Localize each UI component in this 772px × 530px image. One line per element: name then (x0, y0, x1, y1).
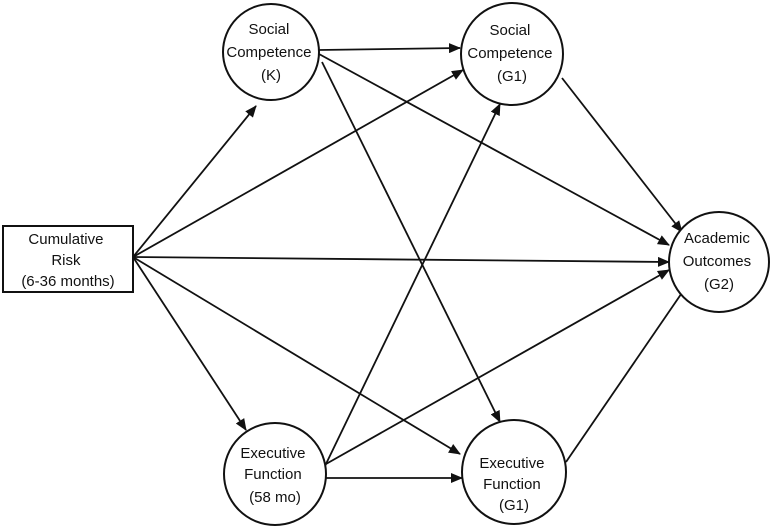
node-executive-function-g1-label: Executive Function (G1) (479, 455, 548, 514)
arrow-ef1-to-ao (565, 283, 689, 463)
label-line: Social (248, 21, 289, 38)
label-line: Executive (240, 445, 305, 462)
arrow-cr-to-ef1 (132, 256, 461, 455)
arrow-sck-to-sc1 (318, 43, 461, 54)
arrow-sck-to-ef1 (321, 61, 501, 423)
arrow-sck-to-ao (318, 53, 670, 246)
label-line: Competence (226, 44, 311, 61)
arrow-cr-to-ef58 (132, 256, 247, 431)
node-cumulative-risk-box (2, 225, 134, 293)
node-executive-function-58mo: Executive Function (58 mo) (223, 422, 327, 526)
label-line: Risk (51, 252, 81, 269)
arrow-sc1-to-ao (561, 77, 683, 233)
label-line: Cumulative (28, 231, 103, 248)
label-line: (G1) (497, 68, 527, 85)
node-executive-function-58mo-label: Executive Function (58 mo) (240, 445, 309, 506)
label-line: Outcomes (683, 253, 751, 270)
arrow-cr-to-ao (132, 256, 670, 267)
arrow-cr-to-sck (132, 105, 257, 258)
node-social-competence-k-circle (222, 3, 320, 101)
node-academic-outcomes-g2: Academic Outcomes (G2) (668, 211, 770, 313)
label-line: (G1) (499, 497, 529, 514)
node-social-competence-g1-label: Social Competence (G1) (467, 22, 556, 85)
node-academic-outcomes-g2-circle (668, 211, 770, 313)
label-line: Competence (467, 45, 552, 62)
node-cumulative-risk: Cumulative Risk (6-36 months) (2, 225, 134, 293)
arrow-ef58-to-sc1 (324, 103, 501, 467)
label-line: (6-36 months) (21, 273, 114, 290)
node-executive-function-58mo-circle (223, 422, 327, 526)
node-social-competence-g1-circle (460, 2, 564, 106)
label-line: Executive (479, 455, 544, 472)
node-executive-function-g1-circle (461, 419, 567, 525)
node-academic-outcomes-g2-label: Academic Outcomes (G2) (683, 230, 756, 293)
label-line: (K) (261, 67, 281, 84)
label-line: Academic (684, 230, 750, 247)
edges-layer (132, 43, 689, 483)
arrow-cr-to-sc1 (132, 69, 464, 258)
label-line: Function (483, 476, 541, 493)
label-line: Function (244, 466, 302, 483)
node-social-competence-k: Social Competence (K) (222, 3, 320, 101)
node-social-competence-g1: Social Competence (G1) (460, 2, 564, 106)
node-cumulative-risk-label: Cumulative Risk (6-36 months) (21, 231, 114, 290)
node-social-competence-k-label: Social Competence (K) (226, 21, 315, 84)
label-line: (58 mo) (249, 489, 301, 506)
label-line: (G2) (704, 276, 734, 293)
label-line: Social (489, 22, 530, 39)
arrow-ef58-to-ao (325, 269, 670, 465)
node-executive-function-g1: Executive Function (G1) (461, 419, 567, 525)
